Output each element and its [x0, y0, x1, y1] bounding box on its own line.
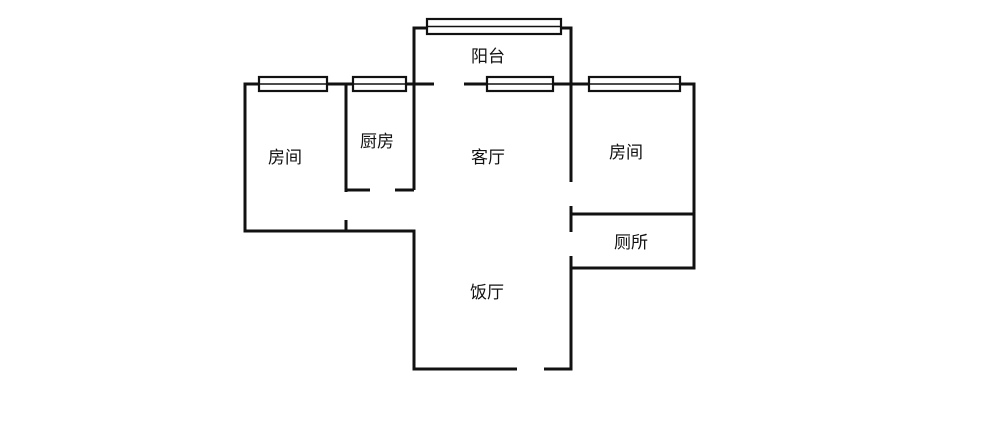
dining-room-wall [346, 229, 517, 371]
label-bathroom: 厕所 [614, 233, 648, 253]
window-kitchen [351, 75, 408, 93]
room-labels: 阳台 房间 厨房 客厅 房间 厕所 饭厅 [268, 47, 648, 303]
window-bedroom-right [587, 75, 682, 93]
label-bedroom-right: 房间 [609, 143, 643, 163]
label-kitchen: 厨房 [360, 132, 394, 152]
label-living-room: 客厅 [471, 148, 505, 168]
bedroom-left-wall [243, 82, 346, 233]
bedroom-right-wall [571, 82, 696, 270]
walls [243, 26, 696, 371]
windows [257, 17, 682, 93]
window-balcony [425, 17, 563, 36]
label-bedroom-left: 房间 [268, 148, 302, 168]
window-bedroom-left [257, 75, 329, 93]
balcony-wall [412, 26, 573, 84]
dining-room-bottom-right-wall [544, 256, 573, 371]
label-dining-room: 饭厅 [470, 283, 504, 303]
window-living-room [485, 75, 555, 93]
label-balcony: 阳台 [471, 47, 505, 67]
